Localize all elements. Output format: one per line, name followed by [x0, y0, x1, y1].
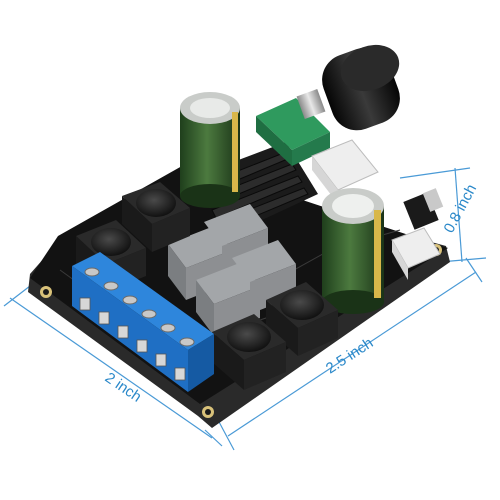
inductor	[266, 282, 338, 356]
height-dimension-line	[454, 167, 463, 263]
capacitor-front	[322, 188, 384, 314]
film-capacitors	[168, 204, 296, 336]
input-connector	[311, 139, 379, 204]
volume-potentiometer	[256, 88, 330, 166]
height-extension-top	[399, 167, 471, 179]
dimension-guides	[3, 167, 487, 451]
terminal-openings	[79, 297, 186, 381]
terminal-screws	[84, 267, 195, 347]
width-label: 2 inch	[102, 369, 145, 405]
power-connector	[391, 227, 441, 280]
height-label: 0.8 inch	[441, 182, 481, 236]
volume-knob[interactable]	[315, 37, 407, 138]
width-dimension-line	[9, 297, 213, 439]
length-extension-right	[465, 257, 483, 283]
inductor	[122, 182, 190, 252]
speaker-terminal-block	[72, 252, 214, 392]
length-dimension-line	[227, 271, 477, 437]
capacitor-rear	[180, 92, 240, 208]
width-extension-left	[3, 285, 31, 307]
width-extension-right	[204, 429, 223, 447]
length-extension-left	[217, 419, 235, 451]
inductor	[212, 314, 286, 390]
